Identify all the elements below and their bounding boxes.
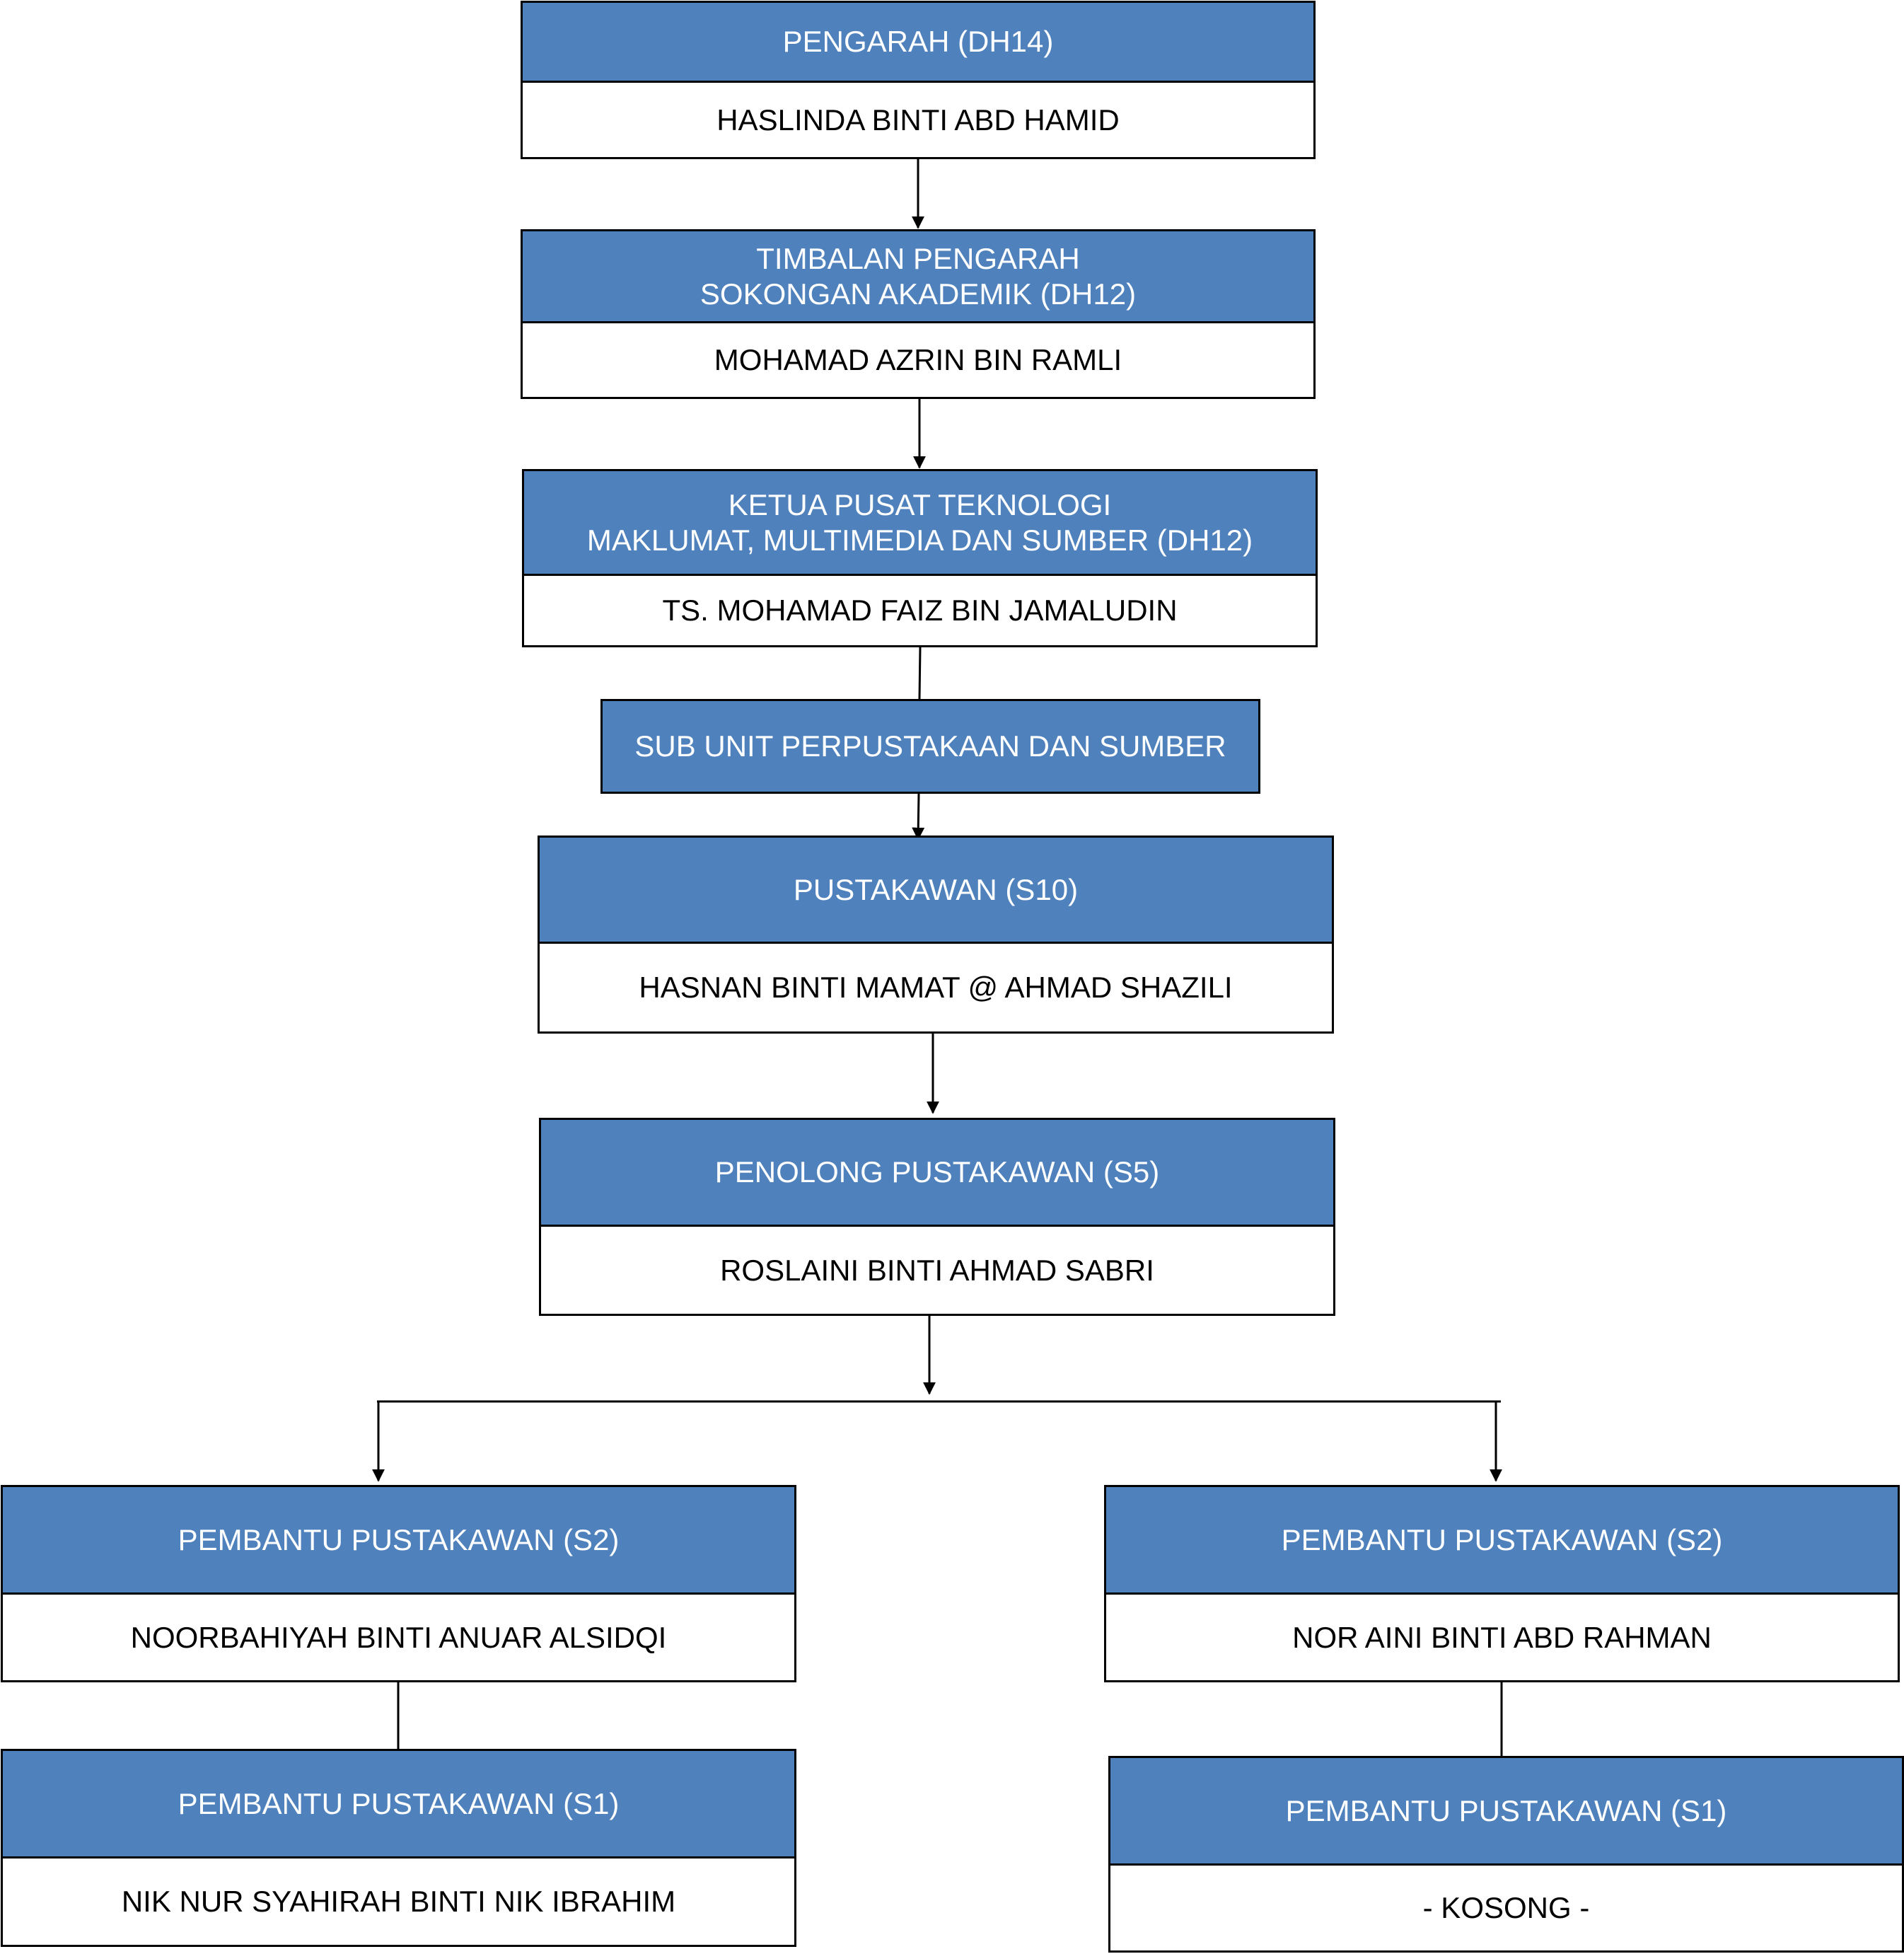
node-ketua-pusat: KETUA PUSAT TEKNOLOGI MAKLUMAT, MULTIMED… <box>522 469 1318 647</box>
title-line: PEMBANTU PUSTAKAWAN (S1) <box>1285 1793 1727 1827</box>
connector-subunit-pustakawan <box>912 793 925 840</box>
title-line: PEMBANTU PUSTAKAWAN (S2) <box>1281 1522 1723 1556</box>
title-line: MAKLUMAT, MULTIMEDIA DAN SUMBER (DH12) <box>586 523 1253 557</box>
title-line: TIMBALAN PENGARAH <box>756 241 1080 275</box>
node-pembantu-s2-left: PEMBANTU PUSTAKAWAN (S2) NOORBAHIYAH BIN… <box>1 1485 796 1682</box>
node-timbalan-pengarah-name: MOHAMAD AZRIN BIN RAMLI <box>523 323 1313 397</box>
title-line: SUB UNIT PERPUSTAKAAN DAN SUMBER <box>634 729 1226 763</box>
node-pembantu-s1-left-title: PEMBANTU PUSTAKAWAN (S1) <box>3 1751 794 1858</box>
node-pustakawan-name: HASNAN BINTI MAMAT @ AHMAD SHAZILI <box>540 944 1332 1031</box>
node-pustakawan: PUSTAKAWAN (S10) HASNAN BINTI MAMAT @ AH… <box>538 836 1334 1034</box>
node-ketua-pusat-name: TS. MOHAMAD FAIZ BIN JAMALUDIN <box>524 576 1316 645</box>
node-pembantu-s1-right: PEMBANTU PUSTAKAWAN (S1) - KOSONG - <box>1108 1756 1904 1953</box>
title-line: PENOLONG PUSTAKAWAN (S5) <box>714 1155 1160 1189</box>
node-pembantu-s2-left-title: PEMBANTU PUSTAKAWAN (S2) <box>3 1487 794 1595</box>
node-pembantu-s2-right-name: NOR AINI BINTI ABD RAHMAN <box>1106 1595 1898 1680</box>
title-line: KETUA PUSAT TEKNOLOGI <box>728 487 1112 521</box>
node-penolong-pustakawan-name: ROSLAINI BINTI AHMAD SABRI <box>541 1227 1333 1314</box>
title-line: PEMBANTU PUSTAKAWAN (S2) <box>178 1522 620 1556</box>
node-pustakawan-title: PUSTAKAWAN (S10) <box>540 838 1332 944</box>
title-line: PUSTAKAWAN (S10) <box>793 872 1079 906</box>
title-line: PENGARAH (DH14) <box>782 25 1054 58</box>
node-pembantu-s2-right: PEMBANTU PUSTAKAWAN (S2) NOR AINI BINTI … <box>1104 1485 1900 1682</box>
node-penolong-pustakawan: PENOLONG PUSTAKAWAN (S5) ROSLAINI BINTI … <box>539 1118 1335 1316</box>
node-sub-unit: SUB UNIT PERPUSTAKAAN DAN SUMBER <box>600 699 1260 794</box>
title-line: SOKONGAN AKADEMIK (DH12) <box>700 277 1137 311</box>
node-penolong-pustakawan-title: PENOLONG PUSTAKAWAN (S5) <box>541 1120 1333 1227</box>
connector-ketua-subunit <box>918 647 922 700</box>
node-pengarah: PENGARAH (DH14) HASLINDA BINTI ABD HAMID <box>521 1 1316 159</box>
title-line: PEMBANTU PUSTAKAWAN (S1) <box>178 1786 620 1820</box>
node-pengarah-name: HASLINDA BINTI ABD HAMID <box>523 83 1313 157</box>
node-pembantu-s1-left: PEMBANTU PUSTAKAWAN (S1) NIK NUR SYAHIRA… <box>1 1749 796 1947</box>
node-pembantu-s1-right-title: PEMBANTU PUSTAKAWAN (S1) <box>1110 1758 1902 1866</box>
node-pembantu-s1-left-name: NIK NUR SYAHIRAH BINTI NIK IBRAHIM <box>3 1858 794 1945</box>
node-sub-unit-title: SUB UNIT PERPUSTAKAAN DAN SUMBER <box>603 701 1258 792</box>
node-timbalan-pengarah: TIMBALAN PENGARAH SOKONGAN AKADEMIK (DH1… <box>521 229 1316 399</box>
node-timbalan-pengarah-title: TIMBALAN PENGARAH SOKONGAN AKADEMIK (DH1… <box>523 231 1313 323</box>
node-ketua-pusat-title: KETUA PUSAT TEKNOLOGI MAKLUMAT, MULTIMED… <box>524 471 1316 576</box>
node-pengarah-title: PENGARAH (DH14) <box>523 3 1313 83</box>
node-pembantu-s2-right-title: PEMBANTU PUSTAKAWAN (S2) <box>1106 1487 1898 1595</box>
node-pembantu-s2-left-name: NOORBAHIYAH BINTI ANUAR ALSIDQI <box>3 1595 794 1680</box>
node-pembantu-s1-right-name: - KOSONG - <box>1110 1866 1902 1950</box>
